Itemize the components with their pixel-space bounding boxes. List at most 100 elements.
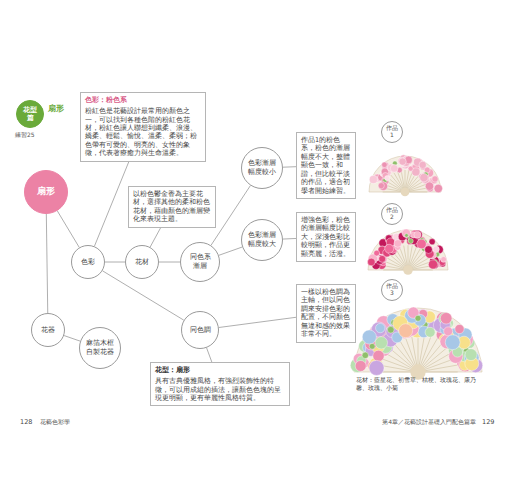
page-label: 128	[20, 418, 32, 426]
connector-line	[207, 348, 212, 362]
topic-circle: 花器	[31, 313, 65, 347]
flower-dot	[414, 314, 426, 326]
page-label: 花藝色彩學	[40, 418, 70, 426]
flower-dot	[369, 175, 377, 183]
node-text: 粉紅色是花藝設計最常用的顏色之一，可以找到各種色階的粉紅色花材，粉紅色讓人聯想到…	[85, 107, 201, 158]
box-heading: 色彩：粉色系	[85, 96, 201, 105]
connector-line	[94, 162, 128, 247]
flower-dot	[434, 184, 442, 192]
connector-line	[105, 262, 125, 263]
node-text: 以粉色鬱金香為主要花材，選擇其他的柔和粉色花材，藉由顏色的漸層變化來表現主題。	[133, 190, 211, 224]
flower-dot	[444, 327, 453, 336]
connector-line	[219, 317, 296, 327]
box-heading: 花型：扇形	[155, 366, 285, 375]
label-holder: 129	[482, 418, 494, 426]
note-box: 一樣以粉色調為主軸，但以同色調來安排色彩的配置，不同顏色無違和感的效果非常不同。	[296, 284, 356, 343]
flower-dot	[428, 260, 437, 269]
node-text: 麻箔木框自製花器	[85, 339, 115, 357]
flower-dot	[385, 244, 394, 253]
callout-badge: 作品2	[381, 203, 403, 225]
node-text: 一樣以粉色調為主軸，但以同色調來安排色彩的配置，不同顏色無違和感的效果非常不同。	[301, 288, 351, 339]
flower-dot	[405, 234, 409, 238]
label-holder: 扇形	[48, 104, 64, 114]
flower-dot	[420, 173, 428, 181]
note-box: 花型：扇形具有古典優雅風格，有強烈裝飾性的特徵，可以用成組的插法，讓顏色色塊的呈…	[150, 362, 290, 406]
connector-line	[64, 336, 80, 342]
connector-line	[159, 262, 180, 263]
node-text: 色彩	[77, 258, 99, 267]
topic-circle: 色彩漸層幅度較大	[241, 219, 283, 261]
connector-line	[46, 214, 47, 313]
section-badge: 花型篇	[16, 100, 44, 128]
callout-number: 作品1	[386, 125, 398, 138]
note-box: 色彩：粉色系粉紅色是花藝設計最常用的顏色之一，可以找到各種色階的粉紅色花材，粉紅…	[80, 92, 206, 162]
page-label: 129	[482, 418, 494, 426]
label-holder: 花藝色彩學	[40, 418, 70, 426]
note-box: 以粉色鬱金香為主要花材，選擇其他的柔和粉色花材，藉由顏色的漸層變化來表現主題。	[128, 186, 216, 228]
node-text: 作品1的粉色系，粉色的漸層幅度不大，整體顯色一致，和諧，但比較平淡的作品，適合初…	[301, 136, 351, 195]
flower-dot	[355, 360, 366, 371]
node-text: 具有古典優雅風格，有強烈裝飾性的特徵，可以用成組的插法，讓顏色色塊的呈現更明顯，…	[155, 377, 285, 402]
fan-base	[369, 156, 441, 192]
flower-dot	[373, 350, 384, 361]
flower-dot	[385, 175, 390, 180]
flower-dot	[399, 324, 413, 338]
flower-dot	[390, 164, 398, 172]
flower-dot	[408, 166, 413, 171]
topic-circle: 同色調	[181, 311, 219, 349]
flower-dot	[369, 360, 384, 375]
flower-dot	[367, 258, 375, 266]
note-box: 作品1的粉色系，粉色的漸層幅度不大，整體顯色一致，和諧，但比較平淡的作品，適合初…	[296, 132, 356, 199]
connector-line	[57, 211, 79, 248]
flower-dot	[414, 231, 421, 238]
flower-dot	[432, 176, 438, 182]
flower-dot	[455, 324, 464, 333]
node-text: 花型篇	[23, 106, 37, 122]
page-label: 扇形	[48, 104, 64, 114]
callout-number: 作品3	[386, 283, 398, 296]
flower-dot	[376, 323, 385, 332]
node-text: 色彩漸層幅度較大	[247, 231, 277, 249]
flower-dot	[394, 240, 402, 248]
node-text: 同色調	[189, 326, 211, 335]
topic-circle: 色彩	[71, 245, 105, 279]
node-text: 花材	[131, 258, 153, 267]
node-text: 花器	[37, 326, 59, 335]
fan-picture	[369, 155, 443, 197]
flower-dot	[415, 315, 421, 321]
flower-dot	[379, 182, 388, 191]
flower-dot	[408, 238, 413, 243]
flower-dot	[425, 327, 435, 337]
flower-dot	[465, 349, 477, 361]
flower-dot	[369, 343, 375, 349]
connector-line	[283, 166, 296, 168]
fan-hub	[403, 265, 413, 275]
label-holder: 128	[20, 418, 32, 426]
connector-line	[283, 238, 296, 240]
callout-badge: 作品3	[381, 279, 403, 301]
flower-dot	[440, 312, 452, 324]
flower-dot	[379, 255, 386, 262]
flower-dot	[399, 158, 406, 165]
topic-circle: 色彩漸層幅度較小	[241, 147, 283, 189]
node-text: 同色系漸層	[189, 253, 211, 271]
flower-dot	[362, 352, 368, 358]
flower-dot	[419, 161, 426, 168]
callout-number: 作品2	[386, 207, 398, 220]
label-holder: 花材：藍星花、初雪草、桔梗、玫瑰花、康乃馨、玫瑰、小菊	[356, 377, 482, 392]
page-label: 第4章／花藝設計基礎入門配色篇章	[382, 418, 476, 426]
page-label: 練習25	[15, 131, 35, 139]
fan-picture	[350, 307, 482, 380]
flower-dot	[374, 250, 380, 256]
node-text: 增強色彩，粉色的漸層幅度比較大，深淺色彩比較明顯，作品更顯亮麗，活潑。	[301, 216, 351, 258]
flower-dot	[441, 257, 447, 263]
fan-picture	[367, 229, 448, 275]
flower-dot	[362, 330, 376, 344]
callout-badge: 作品1	[381, 121, 403, 143]
flower-dot	[425, 246, 433, 254]
flower-dot	[417, 239, 427, 249]
fan-base	[368, 230, 448, 270]
label-holder: 第4章／花藝設計基礎入門配色篇章	[382, 418, 476, 426]
topic-circle: 花材	[125, 245, 159, 279]
